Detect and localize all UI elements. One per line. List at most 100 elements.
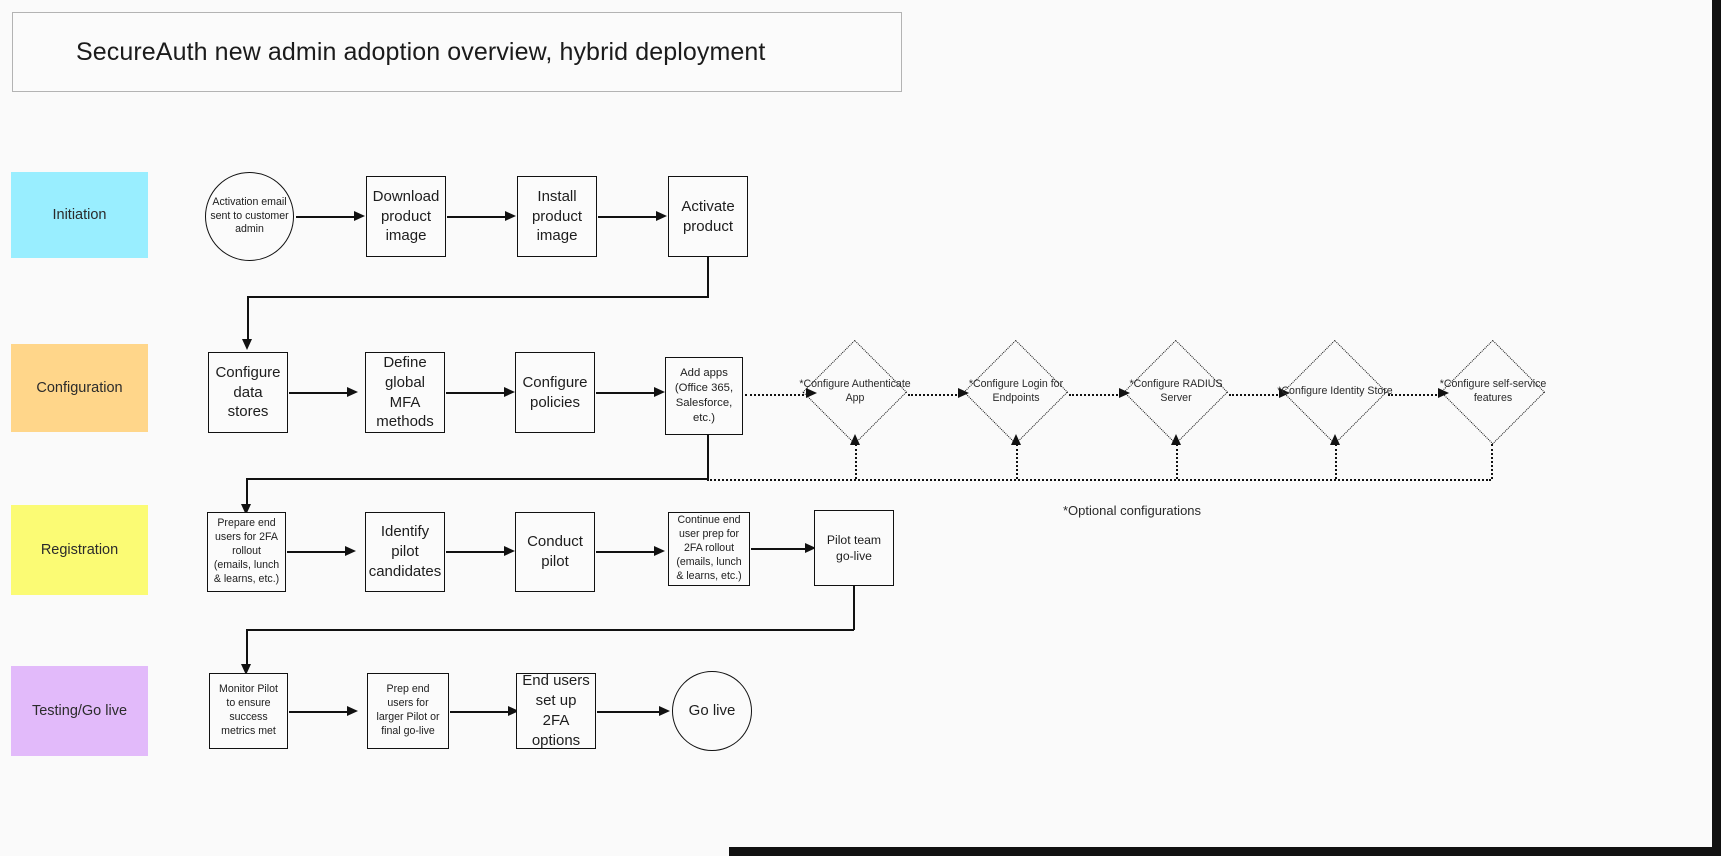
connector-addapps-left xyxy=(247,478,708,480)
connector-activate-down xyxy=(707,257,709,297)
connector-login-to-radius xyxy=(1069,394,1121,396)
connector-bus-to-login xyxy=(1016,444,1018,479)
arrowhead xyxy=(505,211,516,221)
connector-prepare-to-identify xyxy=(287,551,346,553)
node-monitor-pilot[interactable]: Monitor Pilot to ensure success metrics … xyxy=(209,673,288,749)
node-define-global-mfa-methods[interactable]: Define global MFA methods xyxy=(365,352,445,433)
node-label: Identify pilot candidates xyxy=(368,523,442,580)
arrowhead xyxy=(659,706,670,716)
node-activate-product[interactable]: Activate product xyxy=(668,176,748,257)
swimlane-text: Configuration xyxy=(36,380,123,396)
node-label: Configure data stores xyxy=(215,363,281,421)
connector-policies-to-addapps xyxy=(596,392,655,394)
swimlane-text: Registration xyxy=(40,542,119,558)
node-label: Conduct pilot xyxy=(527,533,583,570)
connector-addapps-to-auth-app xyxy=(745,394,808,396)
node-label: Continue end user prep for 2FA rollout (… xyxy=(676,514,742,582)
arrowhead xyxy=(654,546,665,556)
connector-bus-to-auth-app xyxy=(855,444,857,479)
node-configure-authenticate-app[interactable]: *Configure Authenticate App xyxy=(799,340,911,444)
node-label: *Configure self-service features xyxy=(1439,378,1547,404)
arrowhead xyxy=(508,706,519,716)
connector-bus-to-radius xyxy=(1176,444,1178,479)
optional-configurations-note: *Optional configurations xyxy=(1063,503,1202,518)
node-label: Monitor Pilot to ensure success metrics … xyxy=(219,683,278,737)
arrowhead xyxy=(1438,388,1449,398)
node-configure-self-service-features[interactable]: *Configure self-service features xyxy=(1440,340,1546,444)
node-go-live[interactable]: Go live xyxy=(672,671,752,751)
window-edge-right xyxy=(1712,0,1721,856)
node-label: Install product image xyxy=(531,187,583,245)
window-edge-bottom xyxy=(729,847,1721,856)
node-label: *Configure Authenticate App xyxy=(799,378,911,404)
node-configure-policies[interactable]: Configure policies xyxy=(515,352,595,433)
connector-bus-to-identity xyxy=(1335,444,1337,479)
connector-radius-to-identity xyxy=(1229,394,1281,396)
diagram-title-box: SecureAuth new admin adoption overview, … xyxy=(12,12,902,92)
node-activation-email[interactable]: Activation email sent to customer admin xyxy=(205,172,294,261)
node-continue-end-user-prep[interactable]: Continue end user prep for 2FA rollout (… xyxy=(668,512,750,586)
connector-into-configure-data-stores xyxy=(247,296,249,341)
node-prepare-end-users-2fa[interactable]: Prepare end users for 2FA rollout (email… xyxy=(207,512,286,592)
connector-activate-left xyxy=(248,296,709,298)
node-label: Go live xyxy=(688,702,736,720)
node-label: Activate product xyxy=(681,197,735,235)
node-download-product-image[interactable]: Download product image xyxy=(366,176,446,257)
node-label: Download product image xyxy=(372,187,440,245)
node-configure-login-for-endpoints[interactable]: *Configure Login for Endpoints xyxy=(964,340,1068,444)
diagram-title: SecureAuth new admin adoption overview, … xyxy=(76,37,766,66)
connector-pilotgolive-down xyxy=(853,586,855,630)
connector-monitor-to-prep xyxy=(289,711,348,713)
arrowhead xyxy=(1119,388,1130,398)
connector-into-prepare-end-users xyxy=(246,478,248,506)
connector-install-to-activate xyxy=(598,216,657,218)
arrowhead xyxy=(1011,434,1021,445)
connector-activation-to-download xyxy=(296,216,355,218)
node-configure-radius-server[interactable]: *Configure RADIUS Server xyxy=(1124,340,1228,444)
arrowhead xyxy=(345,546,356,556)
node-install-product-image[interactable]: Install product image xyxy=(517,176,597,257)
connector-download-to-install xyxy=(447,216,506,218)
arrowhead xyxy=(242,339,252,350)
node-label: Pilot team go-live xyxy=(826,532,882,563)
connector-auth-to-login xyxy=(908,394,960,396)
arrowhead xyxy=(654,387,665,397)
arrowhead xyxy=(241,504,251,515)
connector-into-monitor-pilot xyxy=(246,629,248,666)
node-add-apps[interactable]: Add apps (Office 365, Salesforce, etc.) xyxy=(665,357,743,435)
node-conduct-pilot[interactable]: Conduct pilot xyxy=(515,512,595,592)
node-end-users-set-up-2fa[interactable]: End users set up 2FA options xyxy=(516,672,596,749)
arrowhead xyxy=(241,664,251,675)
arrowhead xyxy=(1279,388,1290,398)
node-label: End users set up 2FA options xyxy=(522,672,590,749)
arrowhead xyxy=(656,211,667,221)
node-configure-data-stores[interactable]: Configure data stores xyxy=(208,352,288,433)
arrowhead xyxy=(504,387,515,397)
connector-prep-to-endusers xyxy=(450,711,509,713)
arrowhead xyxy=(958,388,969,398)
connector-addapps-down xyxy=(707,435,709,479)
connector-pilotgolive-left xyxy=(247,629,854,631)
connector-mfa-to-policies xyxy=(446,392,505,394)
swimlane-label-initiation[interactable]: Initiation xyxy=(11,172,148,258)
node-label: Define global MFA methods xyxy=(376,353,434,431)
connector-datastores-to-mfa xyxy=(289,392,348,394)
node-pilot-team-go-live[interactable]: Pilot team go-live xyxy=(814,510,894,586)
node-label: *Configure Identity Store xyxy=(1277,385,1393,398)
node-label: Prepare end users for 2FA rollout (email… xyxy=(213,517,280,585)
arrowhead xyxy=(805,543,816,553)
arrowhead xyxy=(347,706,358,716)
node-label: Prep end users for larger Pilot or final… xyxy=(376,683,440,737)
node-identify-pilot-candidates[interactable]: Identify pilot candidates xyxy=(365,512,445,592)
swimlane-label-configuration[interactable]: Configuration xyxy=(11,344,148,432)
connector-optional-bus xyxy=(707,479,1491,481)
connector-identify-to-conduct xyxy=(446,551,505,553)
arrowhead xyxy=(1330,434,1340,445)
node-label: Configure policies xyxy=(522,373,588,411)
swimlane-label-testing-go-live[interactable]: Testing/Go live xyxy=(11,666,148,756)
swimlane-label-registration[interactable]: Registration xyxy=(11,505,148,595)
node-prep-end-users-larger-pilot[interactable]: Prep end users for larger Pilot or final… xyxy=(367,673,449,749)
arrowhead xyxy=(850,434,860,445)
node-configure-identity-store[interactable]: *Configure Identity Store xyxy=(1277,340,1393,444)
